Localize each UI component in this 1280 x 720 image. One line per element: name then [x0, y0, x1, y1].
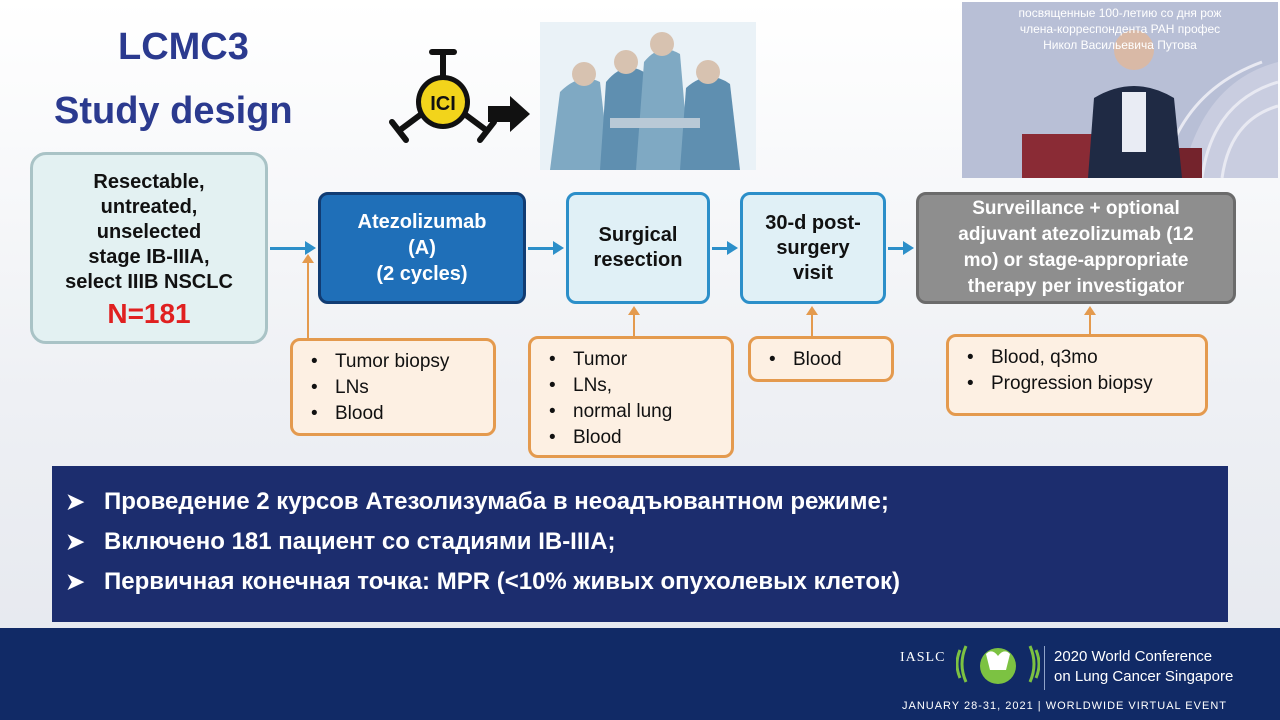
atezolizumab-box: Atezolizumab (A) (2 cycles) — [318, 192, 526, 304]
surveillance-line: Surveillance + optional — [972, 198, 1180, 219]
video-caption-2: члена-корреспондента РАН профес — [1019, 22, 1221, 36]
visit-line: visit — [792, 261, 834, 284]
surgery-samples-box: Tumor LNs, normal lung Blood — [528, 336, 734, 458]
surveillance-samples-box: Blood, q3mo Progression biopsy — [946, 334, 1208, 416]
flow-arrow-3-head — [727, 241, 738, 255]
surgery-line: Surgical — [598, 224, 678, 246]
population-line: unselected — [96, 221, 202, 243]
chevron-bullet-icon: ➤ — [66, 569, 85, 594]
flow-arrow-1-head — [305, 241, 316, 255]
summary-bullet: ➤ Включено 181 пациент со стадиями IB-II… — [66, 528, 616, 556]
summary-bullet: ➤ Проведение 2 курсов Атезолизумаба в не… — [66, 488, 889, 516]
post-surgery-visit-box: 30-d post- surgery visit — [740, 192, 886, 304]
chevron-bullet-icon: ➤ — [66, 529, 85, 554]
population-line: stage IB-IIIA, — [88, 246, 210, 268]
population-line: Resectable, — [93, 171, 205, 193]
surveillance-line: therapy per investigator — [967, 276, 1185, 297]
sample-item: Progression biopsy — [963, 371, 1195, 397]
video-caption-3: Никол Васильевича Путова — [1043, 38, 1197, 52]
sample-item: Blood — [307, 401, 483, 427]
surveillance-line: adjuvant atezolizumab (12 — [958, 224, 1194, 245]
flow-arrow-2 — [528, 247, 554, 250]
surgery-illustration — [540, 22, 756, 170]
flow-arrow-4 — [888, 247, 904, 250]
summary-text: Проведение 2 курсов Атезолизумаба в неоа… — [104, 488, 889, 515]
right-arrow-icon — [488, 96, 532, 137]
sample-item: Tumor biopsy — [307, 349, 483, 375]
baseline-samples-box: Tumor biopsy LNs Blood — [290, 338, 496, 436]
atezo-line: Atezolizumab — [357, 211, 487, 233]
slide-title-line2: Study design — [54, 90, 293, 132]
population-line: select IIIB NSCLC — [65, 271, 233, 293]
sample-item: normal lung — [545, 399, 721, 425]
atezo-line: (2 cycles) — [376, 263, 468, 285]
sample-connector-head — [1084, 306, 1096, 315]
summary-text: Первичная конечная точка: MPR (<10% живы… — [104, 568, 900, 595]
conference-title-2: on Lung Cancer Singapore — [1054, 668, 1234, 685]
visit-samples-box: Blood — [748, 336, 894, 382]
sample-connector — [811, 314, 813, 338]
sample-connector-head — [806, 306, 818, 315]
sample-connector — [1089, 314, 1091, 336]
flow-arrow-3 — [712, 247, 728, 250]
slide-title-line1: LCMC3 — [118, 26, 249, 68]
sample-item: Blood, q3mo — [963, 345, 1195, 371]
surveillance-box: Surveillance + optional adjuvant atezoli… — [916, 192, 1236, 304]
conference-dates: JANUARY 28-31, 2021 | WORLDWIDE VIRTUAL … — [902, 700, 1227, 712]
ici-icon: ICI — [384, 44, 502, 148]
summary-text: Включено 181 пациент со стадиями IB-IIIA… — [104, 528, 616, 555]
conference-footer: IASLC 2020 World Conference on Lung Canc… — [0, 628, 1280, 720]
visit-line: 30-d post- — [765, 211, 861, 234]
sample-size: N=181 — [107, 298, 191, 329]
sample-connector — [307, 262, 309, 340]
sample-item: LNs — [307, 375, 483, 401]
atezo-line: (A) — [408, 237, 436, 259]
sample-item: LNs, — [545, 373, 721, 399]
population-box: Resectable, untreated, unselected stage … — [30, 152, 268, 344]
video-caption-1: посвященные 100-летию со дня рож — [1018, 6, 1222, 20]
population-line: untreated, — [100, 196, 198, 218]
speaker-video: посвященные 100-летию со дня рож члена-к… — [962, 2, 1278, 178]
lung-logo-icon — [955, 640, 1041, 693]
chevron-bullet-icon: ➤ — [66, 489, 85, 514]
summary-banner: ➤ Проведение 2 курсов Атезолизумаба в не… — [52, 466, 1228, 622]
ici-label: ICI — [430, 93, 456, 115]
flow-arrow-1 — [270, 247, 306, 250]
summary-bullet: ➤ Первичная конечная точка: MPR (<10% жи… — [66, 568, 900, 596]
surgical-resection-box: Surgical resection — [566, 192, 710, 304]
sample-item: Tumor — [545, 347, 721, 373]
flow-arrow-2-head — [553, 241, 564, 255]
sample-item: Blood — [765, 347, 881, 373]
sample-connector — [633, 314, 635, 338]
visit-line: surgery — [776, 236, 850, 259]
sample-connector-head — [628, 306, 640, 315]
conference-title-1: 2020 World Conference — [1054, 648, 1213, 665]
sample-item: Blood — [545, 425, 721, 451]
surgery-line: resection — [593, 249, 683, 271]
flow-arrow-4-head — [903, 241, 914, 255]
sample-connector-head — [302, 254, 314, 263]
footer-divider — [1044, 646, 1045, 690]
iaslc-logo: IASLC — [900, 650, 946, 665]
surveillance-line: mo) or stage-appropriate — [963, 250, 1189, 271]
